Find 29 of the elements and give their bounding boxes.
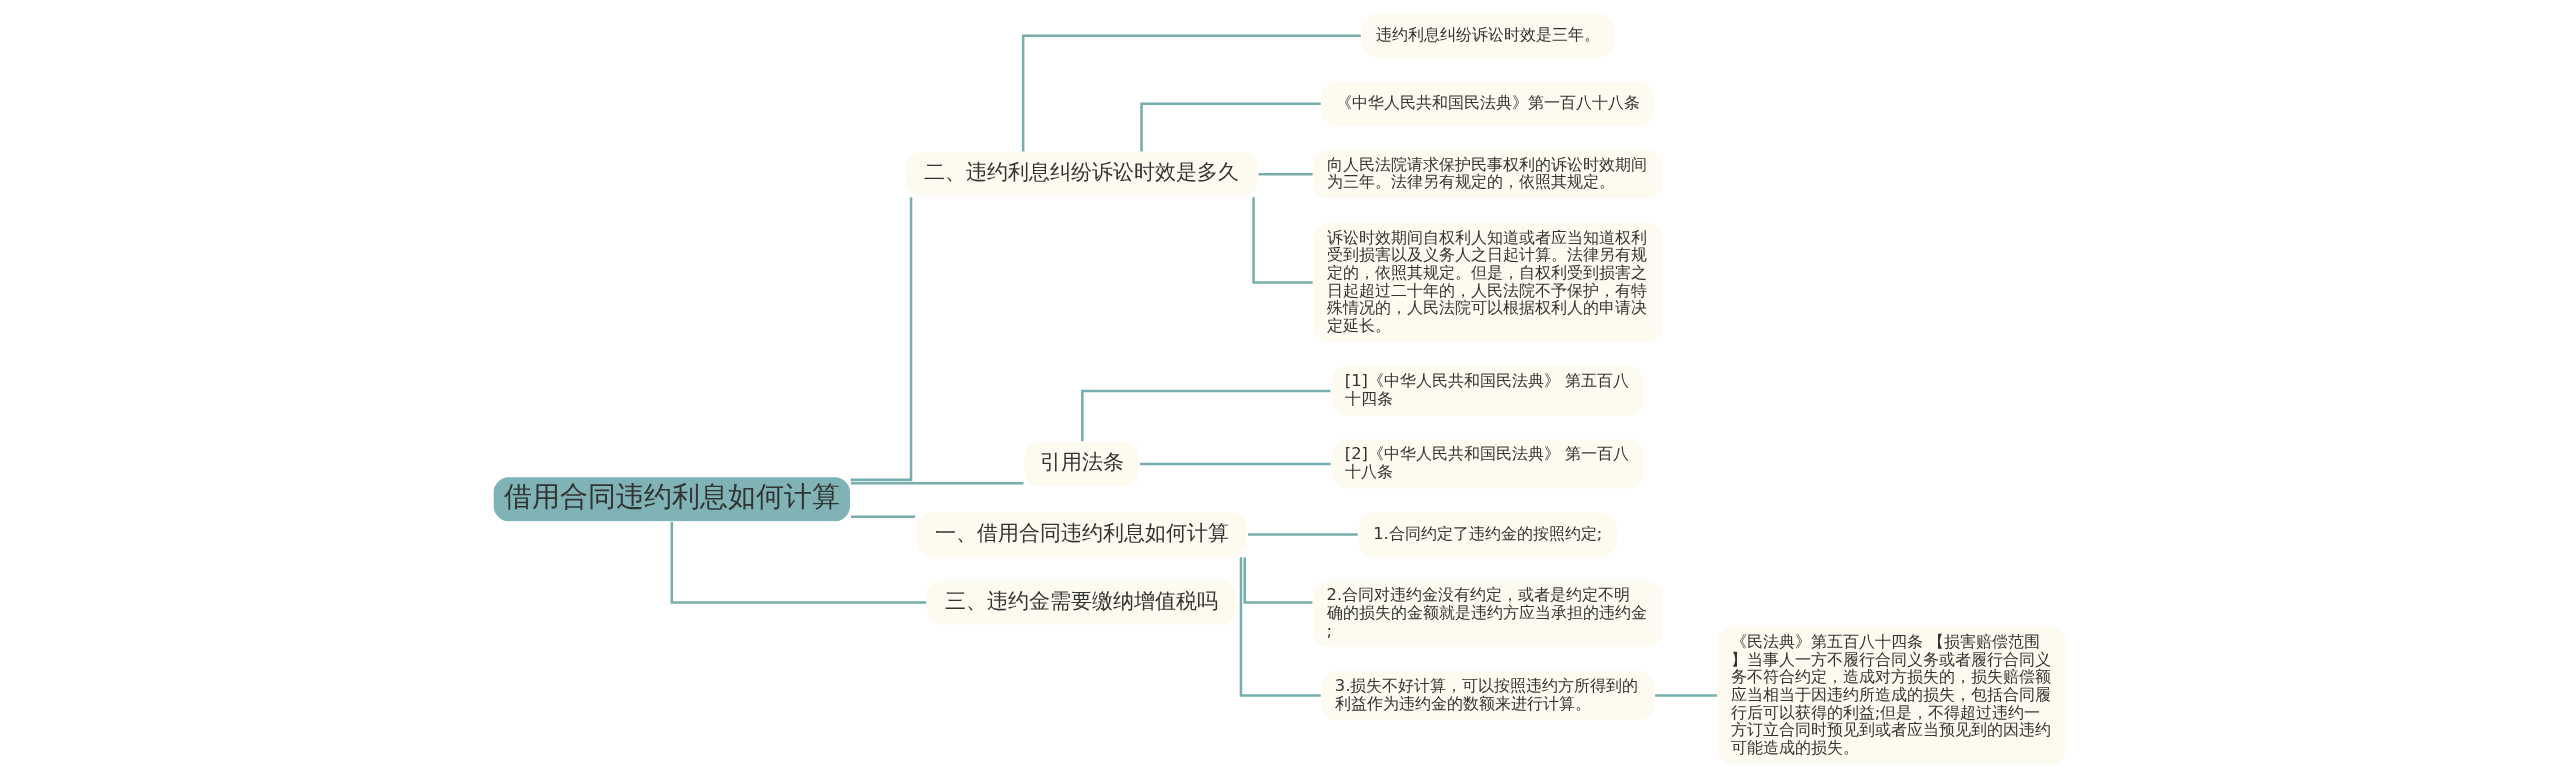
connector [1243,557,1313,604]
node-box: 1.合同约定了违约金的按照约定; [1357,511,1619,558]
connector [850,197,913,482]
node-box: 一、借用合同违约利息如何计算 [914,511,1249,558]
connector [1021,34,1361,152]
connector [1252,197,1313,284]
node-box: [2]《中华人民共和国民法典》 第一百八十八条 [1330,438,1646,490]
node-box: 三、违约金需要缴纳增值税吗 [925,579,1238,626]
connector [851,515,916,519]
node-box: 借用合同违约利息如何计算 [492,475,852,523]
node-box: 《民法典》第五百八十四条 【损害赔偿范围】当事人一方不履行合同义务或者履行合同义务不符合约定，造成对方损失的，损失赔偿额应当相当于因违约所造成的损失，包括合同履行后可以获得的利益;但是，不得超过违约一方订立合同时预见到或者应当预见到的因违约可能造成的损失。 [1716,625,2068,766]
node-box: [1]《中华人民共和国民法典》 第五百八十四条 [1330,365,1646,417]
connector [1655,694,1717,697]
node-box: 2.合同对违约金没有约定，或者是约定不明确的损失的金额就是违约方应当承担的违约金; [1312,579,1664,649]
connector [670,522,927,604]
connector [851,481,1024,485]
node-box: 诉讼时效期间自权利人知道或者应当知道权利受到损害以及义务人之日起计算。法律另有规定的，依照其规定。但是，自权利受到损害之日起超过二十年的，人民法院不予保护，有特殊情况的，人民法院可以根据权利人的申请决定延长。 [1312,221,1664,344]
connector [1258,173,1313,176]
connector [1139,462,1331,466]
node-box: 违约利息纠纷诉讼时效是三年。 [1360,12,1615,60]
connector [1140,102,1321,152]
node-box: 《中华人民共和国民法典》第一百八十八条 [1320,80,1656,128]
node-box: 二、违约利息纠纷诉讼时效是多久 [904,151,1260,198]
connector [1248,533,1358,536]
node-box: 3.损失不好计算，可以按照违约方所得到的利益作为违约金的数额来进行计算。 [1320,669,1656,722]
node-box: 向人民法院请求保护民事权利的诉讼时效期间为三年。法律另有规定的，依照其规定。 [1312,148,1664,201]
node-box: 引用法条 [1023,440,1141,488]
connector [1081,389,1331,442]
connector [1239,557,1321,697]
